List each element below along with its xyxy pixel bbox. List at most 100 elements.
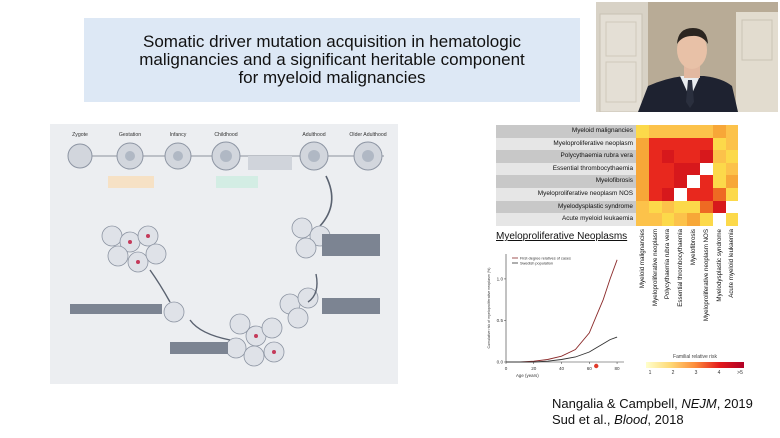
heatmap-row-label: Polycythaemia rubra vera xyxy=(496,150,636,163)
legend-entry: Swedish population xyxy=(520,261,553,265)
x-tick-label: 80 xyxy=(614,366,620,371)
heatmap-cell xyxy=(636,200,649,214)
stage-label-older-adulthood: Older Adulthood xyxy=(349,132,386,138)
heatmap-cell xyxy=(661,137,675,151)
heatmap-cell xyxy=(725,213,739,226)
heatmap-cell xyxy=(661,213,675,226)
heatmap-cell xyxy=(687,125,700,138)
legend-tick: 2 xyxy=(671,370,675,376)
heatmap-cell xyxy=(661,162,675,176)
citation-1-journal: NEJM xyxy=(681,396,717,411)
citation-2-journal: Blood xyxy=(614,412,648,427)
y-tick-label: 0.0 xyxy=(497,360,504,365)
heatmap-cell xyxy=(712,188,726,201)
citations: Nangalia & Campbell, NEJM, 2019 Sud et a… xyxy=(552,396,753,428)
slide-title: Somatic driver mutation acquisition in h… xyxy=(139,32,525,87)
presenter-image xyxy=(596,2,778,112)
heatmap-cell xyxy=(674,175,688,188)
heatmap-cell xyxy=(687,162,700,176)
heatmap-cell xyxy=(700,213,713,226)
heatmap-column-label-text: Acute myeloid leukaemia xyxy=(728,228,736,298)
heatmap-cell xyxy=(636,175,649,188)
heatmap-column-label-text: Myelofibrosis xyxy=(689,228,697,265)
heatmap-cell xyxy=(636,162,649,176)
heatmap-cell xyxy=(648,150,662,163)
mpn-chart-title: Myeloproliferative Neoplasms xyxy=(496,231,628,242)
heatmap-legend: Familial relative risk 1 2 3 4 >5 xyxy=(646,354,744,388)
legend-tick: 1 xyxy=(648,370,652,376)
legend-entry: First-degree relatives of cases xyxy=(520,256,571,260)
heatmap-cell xyxy=(687,175,700,188)
presenter-video xyxy=(596,2,778,112)
heatmap-cell xyxy=(636,150,649,163)
heatmap-cell xyxy=(661,125,675,138)
heatmap-cell xyxy=(648,213,662,226)
lifecycle-diagram: Zygote Gestation Infancy Childhood Adult… xyxy=(50,124,398,384)
heatmap-cell xyxy=(700,125,713,138)
heatmap-cell xyxy=(674,162,688,176)
heatmap-cell xyxy=(712,162,726,176)
heatmap-cell xyxy=(648,125,662,138)
y-axis-label: Cumulative risk of myeloproliferative ne… xyxy=(487,268,491,349)
x-tick-label: 0 xyxy=(505,366,508,371)
heatmap-cell xyxy=(648,162,662,176)
heatmap-column-label: Myelodysplastic syndrome xyxy=(713,229,726,347)
heatmap-column-label-text: Polycythaemia rubra vera xyxy=(664,228,672,299)
citation-1-authors: Nangalia & Campbell, xyxy=(552,396,682,411)
stage-label-gestation: Gestation xyxy=(119,132,141,138)
heatmap-cell xyxy=(636,137,649,151)
heatmap-column-label: Myeloproliferative neoplasm NOS xyxy=(700,229,713,347)
heatmap-cell xyxy=(712,200,726,214)
stage-label-adulthood: Adulthood xyxy=(302,132,325,138)
heatmap-cell xyxy=(712,213,726,226)
heatmap-cell xyxy=(661,200,675,214)
heatmap-cell xyxy=(661,188,675,201)
y-tick-label: 1.0 xyxy=(497,277,504,282)
stage-label-zygote: Zygote xyxy=(72,132,88,138)
heatmap-cell xyxy=(700,137,713,151)
heatmap-cell xyxy=(725,200,739,214)
heatmap-cell xyxy=(700,200,713,214)
x-axis-label: Age (years) xyxy=(516,373,539,378)
heatmap-cell xyxy=(712,175,726,188)
heatmap-row-label: Myeloproliferative neoplasm NOS xyxy=(496,188,636,201)
heatmap-cell xyxy=(636,213,649,226)
heatmap-column-label: Myeloid malignancies xyxy=(636,229,649,347)
legend-tick: >5 xyxy=(737,370,743,376)
heatmap-column-label: Myelofibrosis xyxy=(687,229,700,347)
heatmap-row-label: Acute myeloid leukaemia xyxy=(496,213,636,226)
heatmap-cell xyxy=(687,137,700,151)
heatmap-column-label-text: Myeloproliferative neoplasm xyxy=(651,228,659,306)
heatmap-cell xyxy=(687,200,700,214)
slide-title-box: Somatic driver mutation acquisition in h… xyxy=(84,18,580,102)
heatmap-cell xyxy=(648,200,662,214)
heatmap-cell xyxy=(700,162,713,176)
citation-2-year: , 2018 xyxy=(647,412,684,427)
legend-tick: 4 xyxy=(717,370,721,376)
heatmap-cell xyxy=(661,150,675,163)
heatmap-column-label: Acute myeloid leukaemia xyxy=(726,229,739,347)
citation-2-authors: Sud et al., xyxy=(552,412,615,427)
heatmap-column-label: Myeloproliferative neoplasm xyxy=(649,229,662,347)
heatmap-column-label-text: Myeloproliferative neoplasm NOS xyxy=(702,228,710,321)
heatmap-cell xyxy=(687,188,700,201)
legend-color-scale xyxy=(646,362,744,368)
x-tick-label: 60 xyxy=(587,366,593,371)
heatmap-row-label: Myelodysplastic syndrome xyxy=(496,200,636,214)
heatmap-cell xyxy=(674,213,688,226)
citation-1: Nangalia & Campbell, NEJM, 2019 xyxy=(552,396,753,412)
legend-tick: 3 xyxy=(694,370,698,376)
heatmap-cell xyxy=(648,175,662,188)
heatmap-cell xyxy=(648,137,662,151)
heatmap-cell xyxy=(648,188,662,201)
series-line-population xyxy=(506,336,618,363)
citation-1-year: , 2019 xyxy=(716,396,753,411)
heatmap-cell xyxy=(725,125,739,138)
series-line-relatives xyxy=(506,259,618,363)
heatmap-cell xyxy=(674,125,688,138)
heatmap-column-label: Polycythaemia rubra vera xyxy=(662,229,675,347)
heatmap-column-label-text: Essential thrombocythaemia xyxy=(677,228,685,307)
heatmap-cell xyxy=(674,188,688,201)
cursor-dot-icon xyxy=(594,363,599,369)
